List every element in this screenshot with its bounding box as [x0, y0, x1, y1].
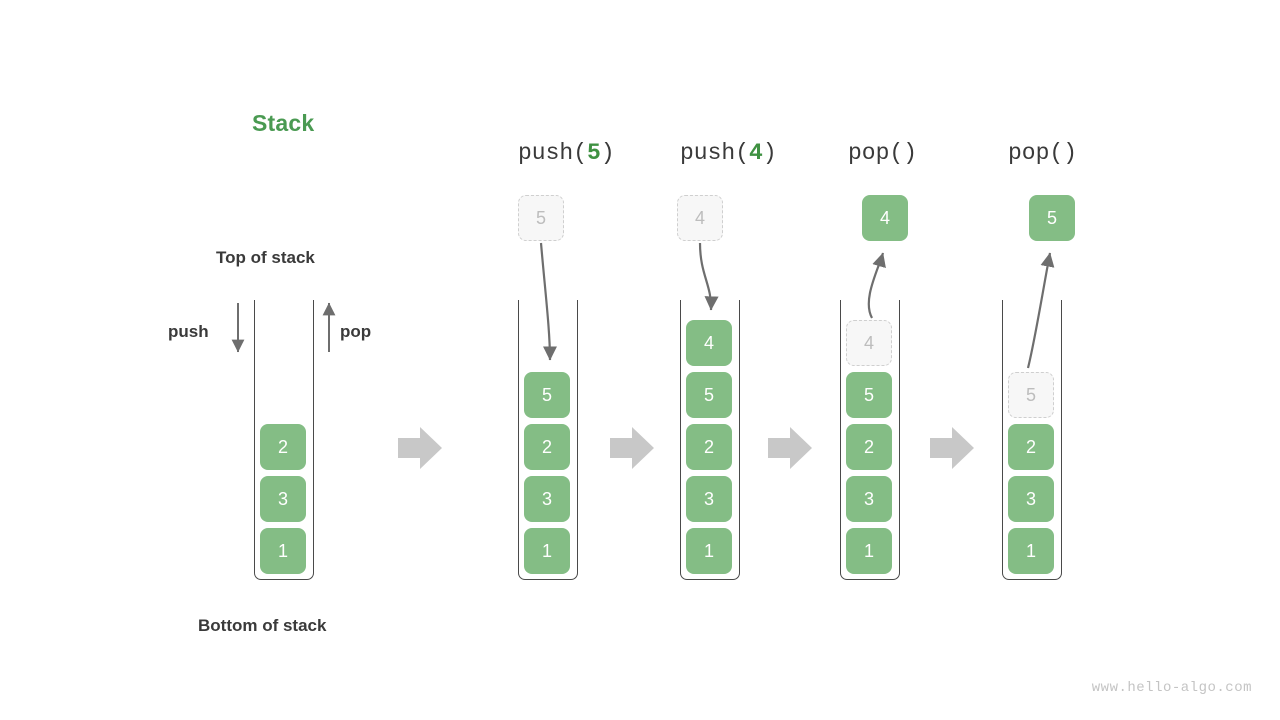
- transition-arrow-icon: [768, 427, 812, 469]
- stack-item: 1: [260, 528, 306, 574]
- pop-label: pop: [340, 322, 372, 341]
- op-name: pop(): [1008, 140, 1078, 166]
- stack-item: 5: [686, 372, 732, 418]
- stack-item: 1: [1008, 528, 1054, 574]
- stack-container: [518, 300, 578, 580]
- page-title: Stack: [252, 110, 315, 136]
- stack-item: 5: [846, 372, 892, 418]
- stack-item: 2: [524, 424, 570, 470]
- stack-container: [1002, 300, 1062, 580]
- stack-item: 3: [846, 476, 892, 522]
- stack-item: 2: [1008, 424, 1054, 470]
- stack-item: 3: [1008, 476, 1054, 522]
- op-close: ): [600, 140, 615, 166]
- popped-box: 5: [1029, 195, 1075, 241]
- stack-item: 1: [524, 528, 570, 574]
- transition-arrow-icon: [398, 427, 442, 469]
- stack-item: 2: [260, 424, 306, 470]
- stack-item: 1: [846, 528, 892, 574]
- stack-item: 5: [524, 372, 570, 418]
- stack-container: [840, 300, 900, 580]
- popped-box: 4: [862, 195, 908, 241]
- operation-header-pop-1: pop(): [848, 140, 917, 166]
- operation-header-push-5: push(5): [518, 140, 615, 166]
- removed-ghost-box: 5: [1008, 372, 1054, 418]
- stack-container: [680, 300, 740, 580]
- watermark: www.hello-algo.com: [1091, 680, 1252, 696]
- top-of-stack-label: Top of stack: [216, 248, 315, 267]
- stack-item: 3: [260, 476, 306, 522]
- stack-container: [254, 300, 314, 580]
- op-close: ): [762, 140, 777, 166]
- push-label: push: [168, 322, 209, 341]
- op-name: pop(): [848, 140, 918, 166]
- transition-arrow-icon: [930, 427, 974, 469]
- op-name: push(: [518, 140, 588, 166]
- stack-item: 2: [846, 424, 892, 470]
- transition-arrow-icon: [610, 427, 654, 469]
- stack-item: 3: [524, 476, 570, 522]
- op-arg: 4: [749, 140, 763, 166]
- operation-header-push-4: push(4): [680, 140, 777, 166]
- incoming-ghost-box: 4: [677, 195, 723, 241]
- op-name: push(: [680, 140, 750, 166]
- stack-item: 2: [686, 424, 732, 470]
- stack-item: 3: [686, 476, 732, 522]
- incoming-ghost-box: 5: [518, 195, 564, 241]
- stack-item: 1: [686, 528, 732, 574]
- operation-header-pop-2: pop(): [1008, 140, 1077, 166]
- bottom-of-stack-label: Bottom of stack: [198, 616, 327, 635]
- stack-item: 4: [686, 320, 732, 366]
- op-arg: 5: [587, 140, 601, 166]
- removed-ghost-box: 4: [846, 320, 892, 366]
